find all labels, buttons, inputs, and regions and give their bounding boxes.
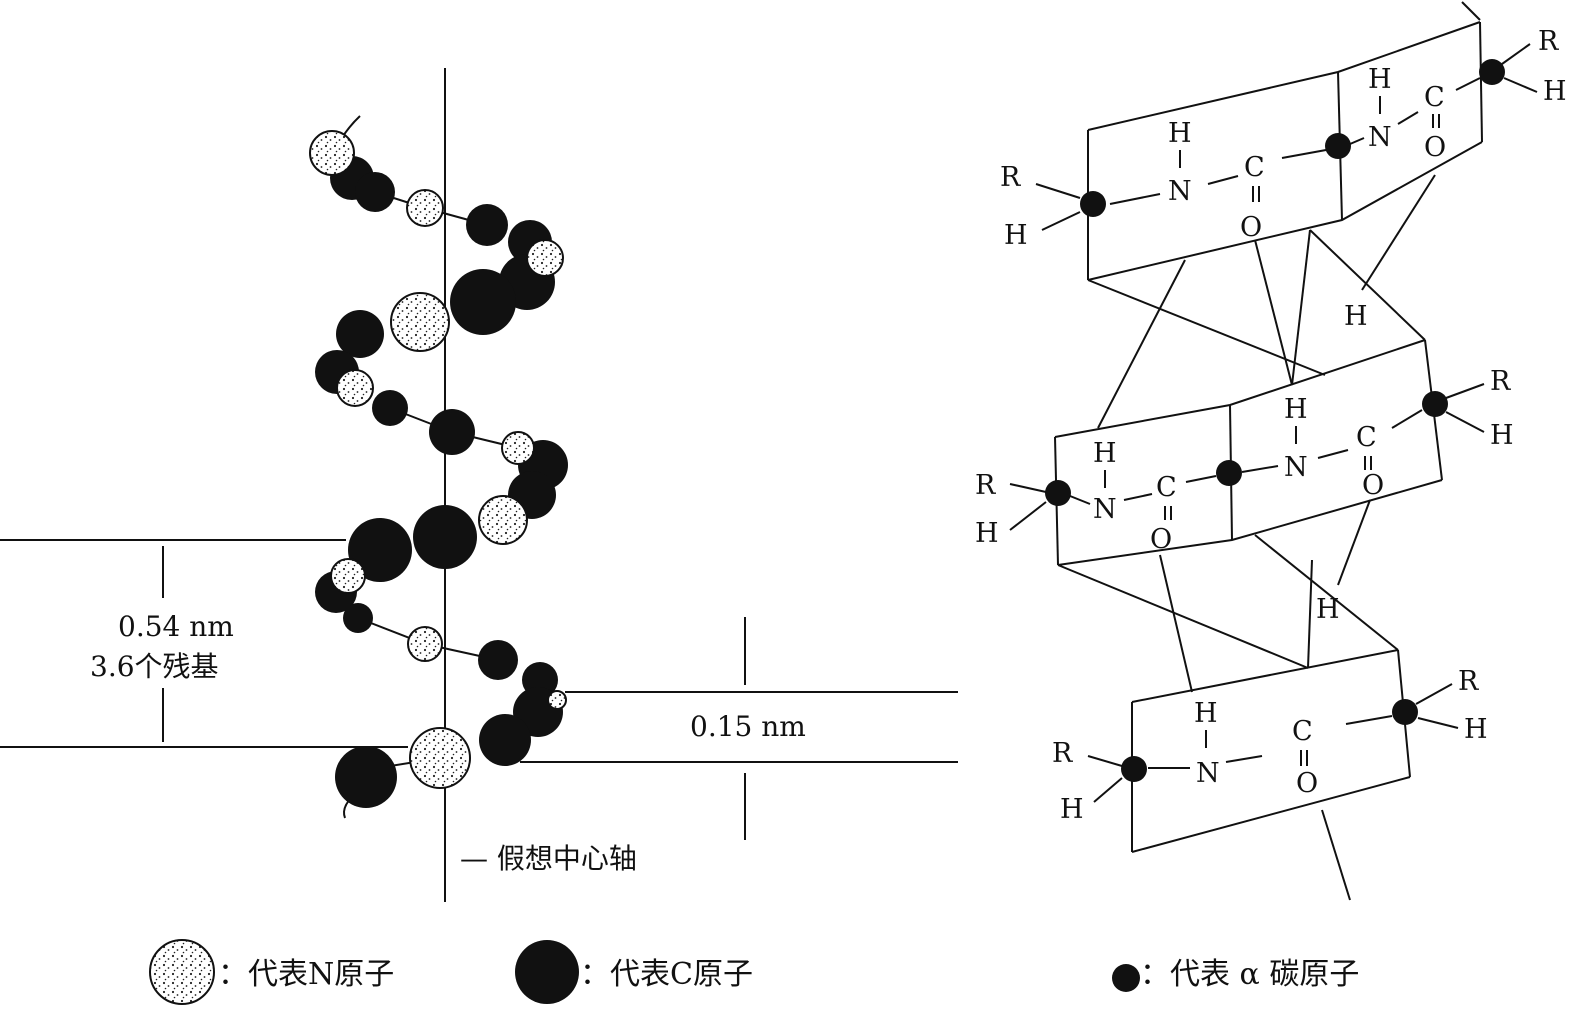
svg-text:R: R <box>1458 666 1479 697</box>
svg-text:O: O <box>1362 470 1384 501</box>
svg-text:H: H <box>1093 438 1117 469</box>
svg-text:N: N <box>1196 758 1220 789</box>
pitch-residues-label: 3.6个残基 <box>90 650 219 683</box>
panel-middle-atoms: R H H N C O R H H N C O <box>975 366 1514 555</box>
panel-top <box>1087 21 1483 281</box>
svg-text:H: H <box>1168 118 1192 149</box>
svg-text:C: C <box>1356 422 1377 453</box>
svg-text:H: H <box>1284 394 1308 425</box>
legend-item-alpha-carbon: ：代表 α 碳原子 <box>1112 957 1359 992</box>
legend-label-c-atom: ：代表C原子 <box>580 957 753 992</box>
legend-item-n-atom: ：代表N原子 <box>149 939 394 1005</box>
svg-text:H: H <box>1194 698 1218 729</box>
legend-label-alpha-carbon: ：代表 α 碳原子 <box>1140 957 1359 992</box>
panel-connectors <box>1057 174 1436 901</box>
svg-text:N: N <box>1168 176 1192 207</box>
legend-item-c-atom: ：代表C原子 <box>515 940 753 1004</box>
svg-text:H: H <box>975 518 999 549</box>
svg-text:N: N <box>1093 494 1117 525</box>
svg-text:C: C <box>1244 152 1265 183</box>
legend-label-n-atom: ：代表N原子 <box>218 957 394 992</box>
svg-text:R: R <box>1538 26 1559 57</box>
svg-text:O: O <box>1150 524 1172 555</box>
pitch-dimension: 0.54 nm 3.6个残基 <box>0 539 408 748</box>
svg-text:H: H <box>1464 714 1488 745</box>
panel-bottom <box>1131 649 1411 853</box>
svg-text:R: R <box>975 470 996 501</box>
central-axis-label: — 假想中心轴 <box>460 842 637 875</box>
svg-text:O: O <box>1240 212 1262 243</box>
svg-text:R: R <box>1490 366 1511 397</box>
svg-text:H: H <box>1543 76 1567 107</box>
svg-text:H: H <box>1368 64 1392 95</box>
svg-text:C: C <box>1156 472 1177 503</box>
svg-text:O: O <box>1296 768 1318 799</box>
n-atom-swatch-icon <box>149 939 215 1005</box>
panel-top-atoms: R H H N C O R H H N C O <box>1000 26 1567 251</box>
svg-text:R: R <box>1000 162 1021 193</box>
svg-text:C: C <box>1424 82 1445 113</box>
panel-bottom-atoms: R H H N C O R H <box>1052 666 1488 825</box>
svg-text:H: H <box>1004 220 1028 251</box>
radius-dimension: 0.15 nm <box>520 617 958 840</box>
legend: ：代表N原子 ：代表C原子 ：代表 α 碳原子 <box>149 939 1359 1005</box>
svg-text:O: O <box>1424 132 1446 163</box>
alpha-carbon-swatch-icon <box>1112 964 1140 992</box>
svg-text:R: R <box>1052 738 1073 769</box>
svg-text:N: N <box>1284 452 1308 483</box>
helix-model: 0.54 nm 3.6个残基 0.15 nm — 假想中心轴 <box>0 68 958 902</box>
hbond-h-1: H <box>1344 301 1368 332</box>
pitch-value-label: 0.54 nm <box>118 610 234 643</box>
svg-text:C: C <box>1292 716 1313 747</box>
nitrogen-atoms <box>309 130 567 789</box>
c-atom-swatch-icon <box>515 940 579 1004</box>
svg-text:N: N <box>1368 122 1392 153</box>
svg-text:H: H <box>1060 794 1084 825</box>
backbone-ribbon: H H R H H N C O <box>975 1 1567 901</box>
radius-value-label: 0.15 nm <box>690 710 806 743</box>
hbond-h-2: H <box>1316 594 1340 625</box>
alpha-carbons <box>1045 59 1505 782</box>
svg-text:H: H <box>1490 420 1514 451</box>
